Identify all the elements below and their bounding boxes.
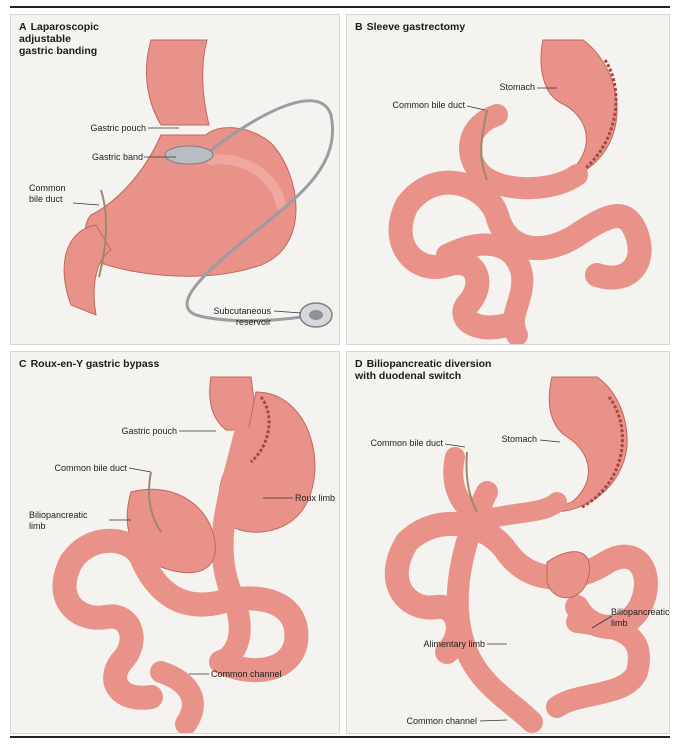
- label-biliopancreatic-limb: Biliopancreatic limb: [29, 510, 107, 532]
- label-common-bile-duct: Common bile duct: [367, 100, 465, 111]
- panel-d-title-text: Biliopancreatic diversion with duodenal …: [355, 358, 491, 382]
- label-common-bile-duct: Common bile duct: [29, 183, 89, 205]
- panel-b-title: B Sleeve gastrectomy: [355, 21, 465, 33]
- panel-d: DBiliopancreatic diversion with duodenal…: [346, 351, 670, 734]
- sleeve-gastrectomy-illustration: [347, 15, 670, 345]
- bottom-rule: [10, 736, 670, 738]
- panel-a-letter: A: [19, 21, 27, 33]
- panel-d-letter: D: [355, 358, 363, 370]
- label-stomach: Stomach: [477, 82, 535, 93]
- panel-b-title-text: Sleeve gastrectomy: [367, 21, 466, 33]
- top-rule: [10, 6, 670, 8]
- label-common-channel: Common channel: [211, 669, 301, 680]
- label-common-bile-duct: Common bile duct: [31, 463, 127, 474]
- panel-d-title: DBiliopancreatic diversion with duodenal…: [355, 358, 491, 382]
- label-subcutaneous-reservoir: Subcutaneous reservoir: [201, 306, 271, 328]
- gastric-banding-illustration: [11, 15, 340, 345]
- label-biliopancreatic-limb: Biliopancreatic limb: [611, 607, 670, 629]
- label-alimentary-limb: Alimentary limb: [407, 639, 485, 650]
- panel-a: ALaparoscopic adjustable gastric banding…: [10, 14, 340, 345]
- label-common-bile-duct: Common bile duct: [357, 438, 443, 449]
- label-common-channel: Common channel: [387, 716, 477, 727]
- panel-a-title-text: Laparoscopic adjustable gastric banding: [19, 21, 99, 57]
- label-gastric-band: Gastric band: [63, 152, 143, 163]
- panel-b-letter: B: [355, 21, 363, 33]
- label-stomach: Stomach: [489, 434, 537, 445]
- panel-c-title: C Roux-en-Y gastric bypass: [19, 358, 159, 370]
- panel-c: CRoux-en-Y gastric bypass Gastric pouch …: [10, 351, 340, 734]
- panel-b: B Sleeve gastrectomy Stomach Common bile …: [346, 14, 670, 345]
- label-gastric-pouch: Gastric pouch: [101, 426, 177, 437]
- panel-c-title-text: Roux-en-Y gastric bypass: [31, 358, 160, 370]
- label-gastric-pouch: Gastric pouch: [53, 123, 146, 134]
- label-roux-limb: Roux limb: [295, 493, 339, 504]
- panel-c-letter: C: [19, 358, 27, 370]
- duodenal-switch-illustration: [347, 352, 670, 734]
- panel-a-title: ALaparoscopic adjustable gastric banding: [19, 21, 99, 57]
